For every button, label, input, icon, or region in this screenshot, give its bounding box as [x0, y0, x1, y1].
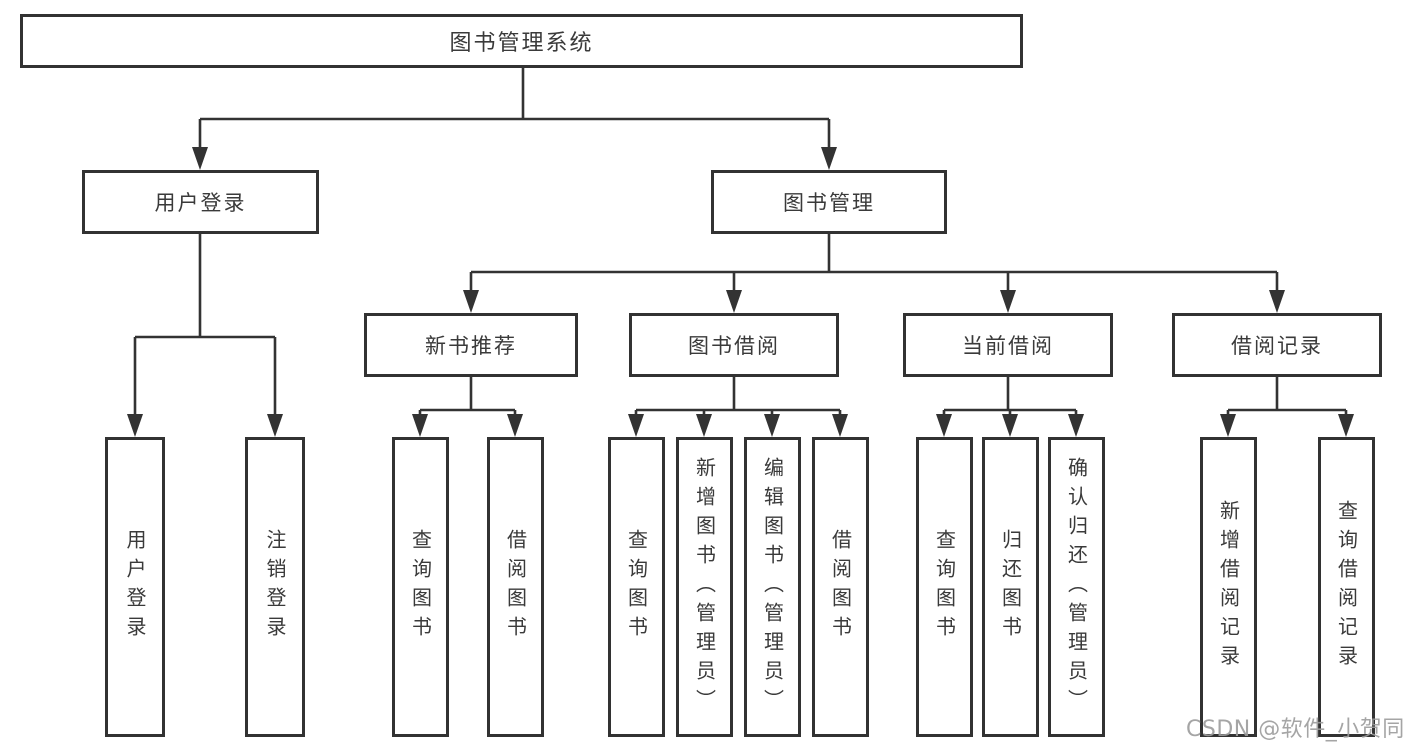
leaf-query-books-recommend: 查询图书 [392, 437, 449, 737]
leaf-query-books-borrow-label: 查询图书 [624, 529, 649, 645]
leaf-user-login-label: 用户登录 [123, 529, 147, 645]
connector-user-login-children [133, 234, 277, 416]
leaf-query-borrow-record-label: 查询借阅记录 [1334, 500, 1359, 674]
leaf-return-book-label: 归还图书 [998, 529, 1023, 645]
node-book-borrow: 图书借阅 [629, 313, 839, 377]
leaf-query-books-current-label: 查询图书 [932, 529, 957, 645]
leaf-confirm-return-admin-label: 确认归还（管理员） [1064, 456, 1089, 718]
leaf-edit-book-admin-label: 编辑图书（管理员） [760, 456, 785, 718]
arrowheads-new-book-children [412, 414, 523, 437]
node-current-borrow: 当前借阅 [903, 313, 1113, 377]
leaf-add-book-admin-label: 新增图书（管理员） [692, 456, 717, 718]
node-book-management: 图书管理 [711, 170, 947, 234]
connector-book-management-sections [469, 234, 1279, 291]
leaf-borrow-books-borrow: 借阅图书 [812, 437, 869, 737]
arrowheads-book-management-sections [463, 290, 1285, 313]
leaf-borrow-books-recommend-label: 借阅图书 [503, 529, 528, 645]
connector-book-borrow-children [634, 377, 842, 415]
leaf-query-books-current: 查询图书 [916, 437, 973, 737]
node-borrow-records: 借阅记录 [1172, 313, 1382, 377]
connector-new-book-children [418, 377, 517, 415]
arrowheads-book-borrow-children [628, 414, 848, 437]
leaf-borrow-books-recommend: 借阅图书 [487, 437, 544, 737]
csdn-watermark: CSDN @软件_小贺同学 [1186, 717, 1405, 742]
leaf-query-books-borrow: 查询图书 [608, 437, 665, 737]
leaf-add-book-admin: 新增图书（管理员） [676, 437, 733, 737]
leaf-user-login: 用户登录 [105, 437, 165, 737]
leaf-add-borrow-record: 新增借阅记录 [1200, 437, 1257, 737]
leaf-edit-book-admin: 编辑图书（管理员） [744, 437, 801, 737]
arrowheads-current-borrow-children [936, 414, 1084, 437]
arrowheads-level2 [192, 147, 837, 170]
leaf-borrow-books-borrow-label: 借阅图书 [828, 529, 853, 645]
node-new-book-recommend: 新书推荐 [364, 313, 578, 377]
connector-root-to-level2 [198, 68, 831, 148]
leaf-query-borrow-record: 查询借阅记录 [1318, 437, 1375, 737]
leaf-return-book: 归还图书 [982, 437, 1039, 737]
node-library-management-system: 图书管理系统 [20, 14, 1023, 68]
leaf-logout: 注销登录 [245, 437, 305, 737]
node-user-login: 用户登录 [82, 170, 319, 234]
connector-current-borrow-children [942, 377, 1078, 415]
arrowheads-user-login-children [127, 414, 283, 437]
leaf-confirm-return-admin: 确认归还（管理员） [1048, 437, 1105, 737]
arrowheads-borrow-records-children [1220, 414, 1354, 437]
leaf-query-books-recommend-label: 查询图书 [408, 529, 433, 645]
leaf-logout-label: 注销登录 [263, 529, 287, 645]
leaf-add-borrow-record-label: 新增借阅记录 [1216, 500, 1241, 674]
connector-borrow-records-children [1226, 377, 1348, 415]
